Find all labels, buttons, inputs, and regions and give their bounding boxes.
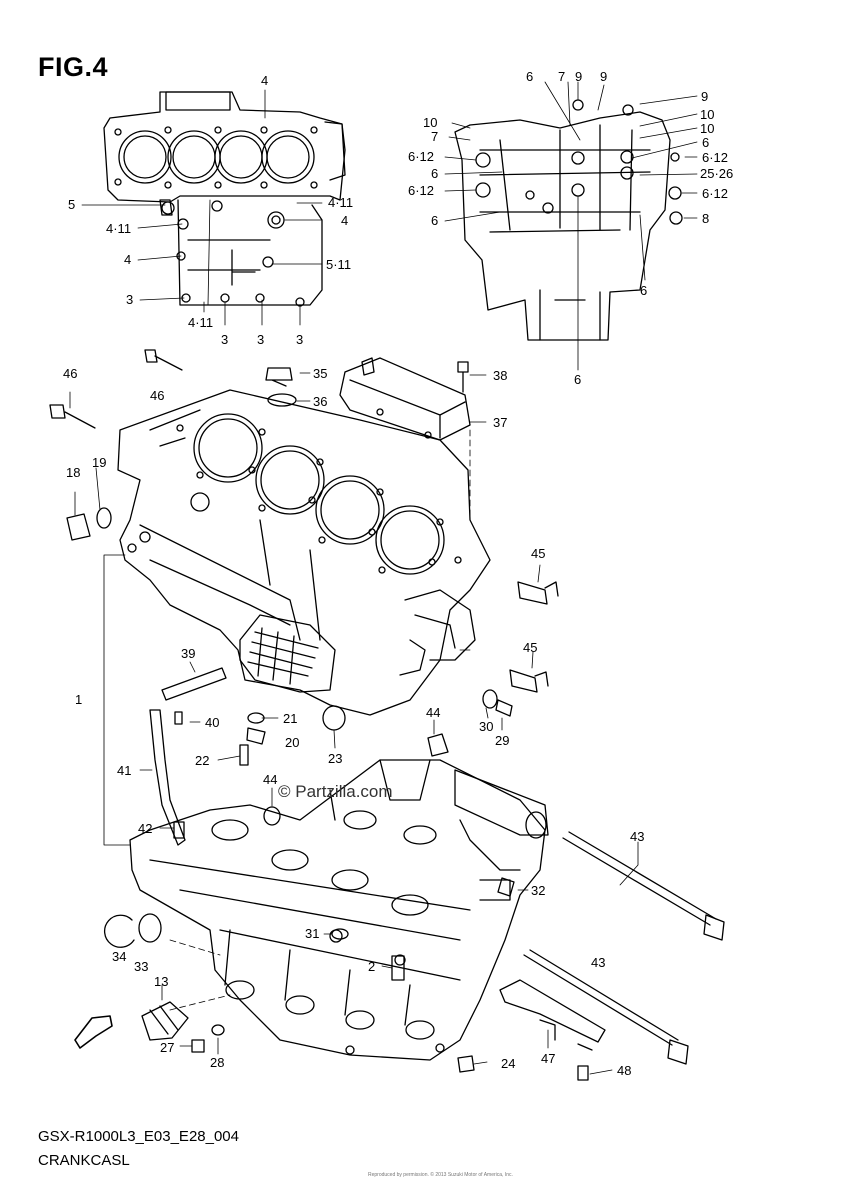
callout-label: 42: [138, 821, 153, 836]
figure-label: FIG.4: [38, 52, 109, 82]
callout-label: 24: [501, 1056, 516, 1071]
callout-label: 32: [531, 883, 546, 898]
callout-label: 13: [154, 974, 169, 989]
callout-label: 35: [313, 366, 328, 381]
callout-label: 34: [112, 949, 127, 964]
callout-label: 4: [341, 213, 349, 228]
callout-label: 48: [617, 1063, 632, 1078]
callout-label: 6: [640, 283, 648, 298]
callout-label: 4·11: [328, 195, 354, 210]
callout-label: 44: [426, 705, 441, 720]
callout-label: 3: [221, 332, 229, 347]
callout-label: 5·11: [326, 257, 352, 272]
callout-label: 3: [296, 332, 304, 347]
callout-label: 4·11: [188, 315, 214, 330]
callout-label: 21: [283, 711, 298, 726]
callout-label: 6: [702, 135, 710, 150]
callout-label: 4: [261, 73, 269, 88]
callout-label: 9: [701, 89, 709, 104]
callout-label: 4·11: [106, 221, 132, 236]
callout-label: 4: [124, 252, 132, 267]
callout-label: 44: [263, 772, 278, 787]
callout-label: 9: [575, 69, 583, 84]
callout-label: 8: [702, 211, 710, 226]
upper-crankcase: [117, 389, 491, 716]
callout-label: 22: [195, 753, 210, 768]
callout-label: 37: [493, 415, 508, 430]
callout-label: 3: [126, 292, 134, 307]
callout-label: 23: [328, 751, 343, 766]
callout-label: 25·26: [700, 166, 734, 181]
callout-leaders-top-left: [81, 89, 323, 326]
callout-label: 33: [134, 959, 149, 974]
callout-label: 3: [257, 332, 265, 347]
callout-label: 28: [210, 1055, 225, 1070]
lower-crankcase: [129, 759, 549, 1061]
callout-label: 10: [700, 121, 715, 136]
callout-label: 6·12: [702, 150, 729, 165]
callout-label: 6: [526, 69, 534, 84]
callout-leaders-middle-lower: [69, 372, 639, 1075]
callout-label: 18: [66, 465, 81, 480]
callout-label: 6: [431, 166, 439, 181]
callout-label: 45: [531, 546, 546, 561]
diagram-name: CRANKCASL: [38, 1152, 130, 1169]
callout-label: 29: [495, 733, 510, 748]
callout-label: 41: [117, 763, 132, 778]
callout-label: 10: [423, 115, 438, 130]
watermark: © Partzilla.com: [278, 782, 393, 801]
callout-label: 6: [431, 213, 439, 228]
callout-label: 6·12: [408, 149, 435, 164]
callout-label: 19: [92, 455, 107, 470]
callout-label: 45: [523, 640, 538, 655]
callout-label: 31: [305, 926, 320, 941]
callout-label: 43: [630, 829, 645, 844]
callout-label: 30: [479, 719, 494, 734]
callout-label: 1: [75, 692, 83, 707]
callout-label: 10: [700, 107, 715, 122]
cylinder-block-top-view: [103, 91, 346, 307]
copyright-footer: Reproduced by permission. © 2013 Suzuki …: [368, 1172, 513, 1178]
callout-label: 7: [431, 129, 439, 144]
callout-leaders-top-right: [444, 81, 698, 371]
callout-label: 38: [493, 368, 508, 383]
callout-label: 6: [574, 372, 582, 387]
callout-label: 2: [368, 959, 376, 974]
callout-label: 9: [600, 69, 608, 84]
callout-label: 43: [591, 955, 606, 970]
callout-label: 46: [63, 366, 78, 381]
callout-label: 6·12: [408, 183, 435, 198]
top-cover-part-37: [339, 357, 471, 441]
diagram-code: GSX-R1000L3_E03_E28_004: [38, 1128, 239, 1145]
small-parts-lower: [74, 806, 725, 1081]
callout-label: 5: [68, 197, 76, 212]
callout-label: 36: [313, 394, 328, 409]
callout-label: 7: [558, 69, 566, 84]
crankcase-side-view: [454, 99, 683, 341]
callout-label: 40: [205, 715, 220, 730]
callout-label: 20: [285, 735, 300, 750]
callout-label: 39: [181, 646, 196, 661]
callout-label: 46: [150, 388, 165, 403]
small-parts-middle: [49, 349, 559, 846]
callout-label: 27: [160, 1040, 175, 1055]
callout-label: 47: [541, 1051, 556, 1066]
callout-label: 6·12: [702, 186, 729, 201]
